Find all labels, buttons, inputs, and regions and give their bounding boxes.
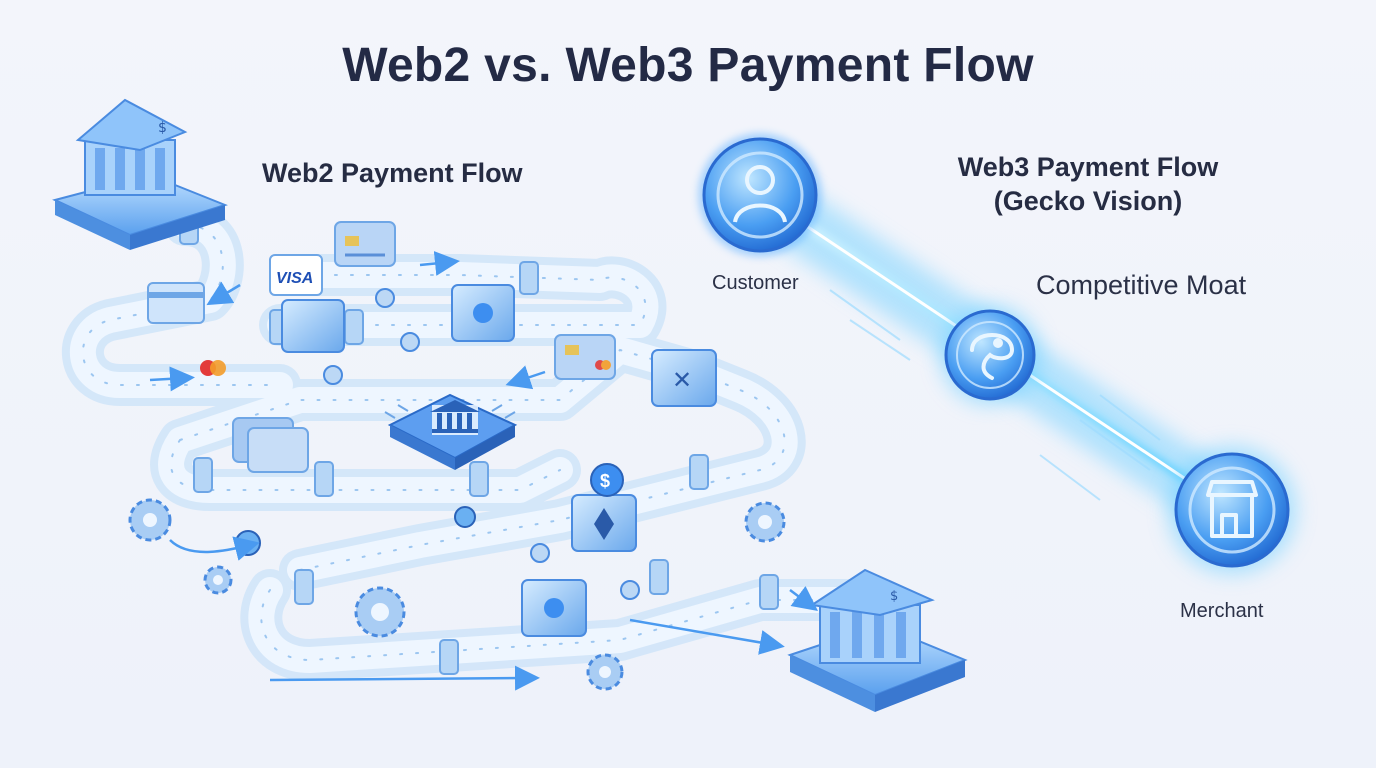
customer-label: Customer xyxy=(712,272,799,294)
svg-text:$: $ xyxy=(890,589,898,604)
cube-node-4 xyxy=(571,494,637,552)
web2-pipe-network xyxy=(62,204,881,681)
web3-title-line2: (Gecko Vision) xyxy=(993,186,1183,216)
bank-icon-source: $ xyxy=(52,98,228,250)
gecko-icon xyxy=(970,333,1015,380)
credit-card-3 xyxy=(554,334,616,380)
credit-card-2 xyxy=(334,221,396,267)
central-clearing-chip xyxy=(384,393,518,470)
visa-card: VISA xyxy=(269,254,323,296)
credit-card-4 xyxy=(232,417,309,473)
merchant-node xyxy=(1168,446,1296,574)
cube-node-3: ✕ xyxy=(651,349,717,407)
cube-node-1 xyxy=(281,299,345,353)
coins: $ xyxy=(235,288,640,600)
svg-text:$: $ xyxy=(158,120,167,136)
flow-arrows xyxy=(149,251,818,691)
main-title: Web2 vs. Web3 Payment Flow xyxy=(342,39,1034,92)
gear-hubs xyxy=(143,513,772,678)
mastercard-logo xyxy=(200,360,226,376)
cube-node-2 xyxy=(451,284,515,342)
svg-text:✕: ✕ xyxy=(672,367,692,394)
credit-cards: VISA xyxy=(147,221,616,473)
merchant-label: Merchant xyxy=(1180,600,1264,622)
web2-section-title: Web2 Payment Flow xyxy=(262,158,523,188)
credit-card-1 xyxy=(147,282,205,324)
visa-logo-text: VISA xyxy=(276,270,313,287)
storefront-icon xyxy=(1206,480,1258,538)
bank-icon-destination: $ xyxy=(787,568,968,712)
competitive-moat-label: Competitive Moat xyxy=(1036,270,1247,300)
processing-cubes: ✕ xyxy=(281,284,717,637)
web3-title-line1: Web3 Payment Flow xyxy=(957,152,1219,182)
web3-section-title: Web3 Payment Flow (Gecko Vision) xyxy=(928,150,1248,218)
user-icon xyxy=(733,165,787,223)
customer-node xyxy=(698,133,822,257)
cube-node-5 xyxy=(521,579,587,637)
svg-text:$: $ xyxy=(600,471,610,491)
gecko-node xyxy=(940,305,1040,405)
